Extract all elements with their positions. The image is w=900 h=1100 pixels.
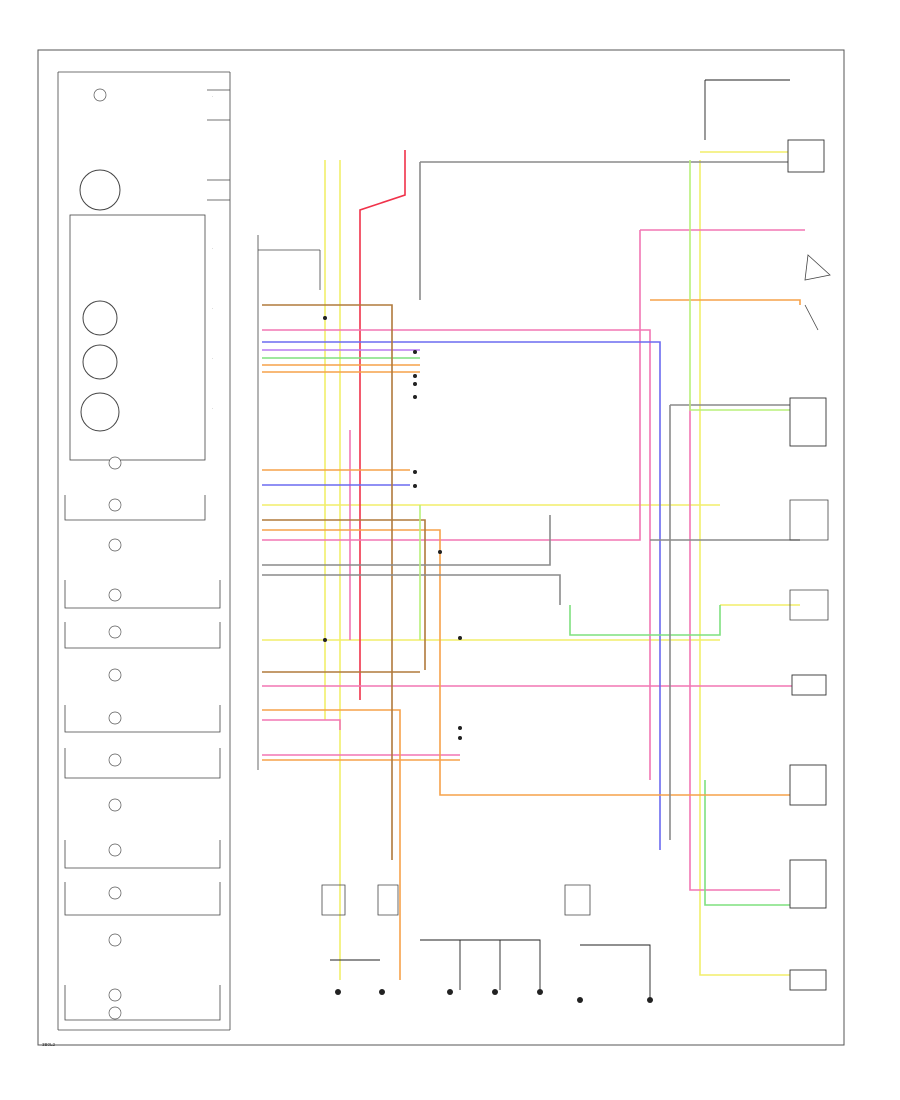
module-component	[789, 764, 827, 806]
wire-lightgreen	[689, 160, 800, 411]
central-connector	[257, 235, 321, 770]
indicator-lamp	[108, 843, 122, 857]
svg-text:·: ·	[212, 357, 213, 361]
diagram-frame	[37, 49, 845, 1046]
indicator-lamp	[108, 668, 122, 682]
gauge-panel	[69, 214, 206, 461]
switch-component	[789, 589, 829, 621]
speedometer-gauge	[80, 392, 120, 432]
ground-terminal	[379, 989, 385, 995]
wiring	[262, 79, 805, 1000]
temperature-gauge	[82, 300, 118, 336]
wire-brown	[262, 304, 393, 860]
indicator-lamps	[93, 88, 122, 1020]
wire-pink	[262, 719, 460, 756]
bottom-components	[321, 884, 653, 1003]
ground-terminal	[537, 989, 543, 995]
indicator-lamp	[108, 933, 122, 947]
indicator-lamp	[108, 988, 122, 1002]
svg-text:·: ·	[212, 95, 213, 99]
module-component	[789, 859, 827, 909]
switch-component	[789, 499, 829, 541]
wire-black	[330, 79, 790, 1000]
sender-component	[787, 139, 825, 173]
indicator-lamp	[93, 88, 107, 102]
wire-gray	[419, 161, 790, 300]
instrument-cluster: · · · · ·	[57, 71, 231, 1031]
connector-pins	[323, 316, 462, 740]
module-component	[789, 969, 827, 991]
sensor-component	[791, 674, 827, 696]
switch-component	[564, 884, 591, 916]
wire-pink	[262, 329, 651, 780]
wire-gray	[262, 515, 551, 566]
wire-green	[569, 605, 721, 636]
wire-orange	[262, 364, 420, 373]
wire-pink	[689, 400, 780, 891]
wire-red	[359, 150, 406, 700]
ground-terminal	[335, 989, 341, 995]
switch-component	[321, 884, 346, 916]
wire-gray	[669, 404, 800, 840]
switch-component	[377, 884, 399, 916]
indicator-lamp	[108, 538, 122, 552]
indicator-lamp	[108, 886, 122, 900]
indicator-lamp	[108, 456, 122, 470]
svg-text:·: ·	[212, 247, 213, 251]
indicator-lamp	[108, 711, 122, 725]
tachometer-gauge	[79, 169, 121, 211]
wire-brown	[262, 519, 426, 670]
wire-yellow	[324, 160, 341, 980]
wire-orange	[262, 529, 790, 796]
wire-pink	[262, 230, 641, 541]
wire-gray	[262, 574, 561, 605]
module-component	[789, 397, 827, 447]
ground-terminal	[647, 997, 653, 1003]
wire-orange	[262, 709, 401, 980]
wire-yellow	[262, 604, 800, 641]
ground-terminal	[447, 989, 453, 995]
indicator-lamp	[108, 1006, 122, 1020]
cluster-pin-labels: · · · · ·	[212, 95, 213, 411]
switch-component	[804, 254, 831, 281]
indicator-lamp	[108, 753, 122, 767]
indicator-lamp	[108, 588, 122, 602]
wire-blue	[262, 341, 661, 850]
indicator-lamp	[108, 498, 122, 512]
wire-orange	[650, 299, 801, 305]
lamp-circuits	[64, 495, 221, 1021]
ground-terminal	[492, 989, 498, 995]
fuel-gauge	[82, 344, 118, 380]
indicator-lamp	[108, 798, 122, 812]
svg-text:·: ·	[212, 407, 213, 411]
right-components	[787, 139, 831, 991]
wire-green	[704, 780, 790, 906]
indicator-lamp	[108, 625, 122, 639]
diagram-code: 3B0L2	[42, 1042, 56, 1047]
wire-yellow	[699, 160, 795, 976]
svg-text:·: ·	[212, 307, 213, 311]
ground-terminal	[577, 997, 583, 1003]
